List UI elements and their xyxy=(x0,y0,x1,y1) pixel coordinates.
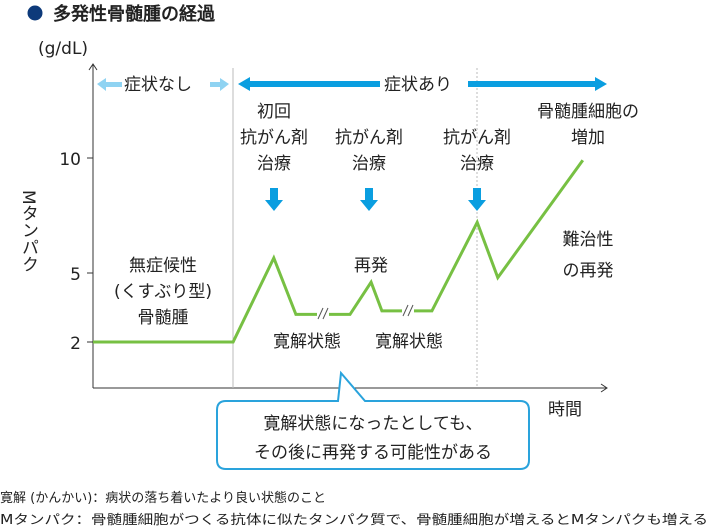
refractory-label: 難治性 の再発 xyxy=(563,230,614,281)
svg-text:骨髄腫: 骨髄腫 xyxy=(138,308,189,328)
phase-symptoms: 症状あり xyxy=(384,75,452,95)
title-bullet-icon xyxy=(27,5,43,21)
remission-label-2: 寛解状態 xyxy=(375,332,443,352)
svg-text:抗がん剤: 抗がん剤 xyxy=(335,128,403,148)
svg-text:増加: 増加 xyxy=(571,128,605,148)
y-axis-unit: (g/dL) xyxy=(38,39,88,59)
y-tick-label: 10 xyxy=(59,150,81,170)
treatment-down-arrow-icon xyxy=(468,188,486,211)
svg-text:(くすぶり型): (くすぶり型) xyxy=(114,282,212,302)
x-axis-label: 時間 xyxy=(548,400,582,420)
footnote-m-protein: Mタンパク：骨髄腫細胞がつくる抗体に似たタンパク質で、骨髄腫細胞が増えるとMタン… xyxy=(0,512,708,528)
symptoms-right-arrow-icon xyxy=(468,77,607,91)
svg-text:の再発: の再発 xyxy=(563,261,614,281)
svg-text:骨髄腫細胞の: 骨髄腫細胞の xyxy=(537,102,639,122)
second-treatment-label: 抗がん剤 治療 xyxy=(335,128,403,174)
y-axis-arrowhead-icon xyxy=(88,63,98,71)
first-treatment-label: 初回 抗がん剤 治療 xyxy=(240,102,308,174)
diagram-title: 多発性骨髄腫の経過 xyxy=(53,3,216,25)
no-symptoms-left-arrow-icon xyxy=(97,78,122,91)
no-symptoms-right-arrow-icon xyxy=(210,78,229,91)
svg-text:抗がん剤: 抗がん剤 xyxy=(240,128,308,148)
svg-text:その後に再発する可能性がある: その後に再発する可能性がある xyxy=(254,443,492,463)
cell-increase-label: 骨髄腫細胞の 増加 xyxy=(537,102,639,148)
svg-text:初回: 初回 xyxy=(257,102,291,122)
svg-text:難治性: 難治性 xyxy=(563,230,614,250)
phase-no-symptoms: 症状なし xyxy=(124,75,192,95)
break-mark xyxy=(317,306,329,320)
svg-text:治療: 治療 xyxy=(257,154,291,174)
footnote-remission: 寛解 (かんかい)：病状の落ち着いたより良い状態のこと xyxy=(0,490,326,506)
svg-text:無症候性: 無症候性 xyxy=(129,256,197,276)
remission-label-1: 寛解状態 xyxy=(273,332,341,352)
x-axis-arrowhead-icon xyxy=(600,383,608,393)
svg-text:治療: 治療 xyxy=(352,154,386,174)
svg-text:寛解状態になったとしても、: 寛解状態になったとしても、 xyxy=(263,414,482,434)
third-treatment-label: 抗がん剤 治療 xyxy=(443,128,511,174)
svg-text:治療: 治療 xyxy=(460,154,494,174)
smoldering-label: 無症候性 (くすぶり型) 骨髄腫 xyxy=(114,256,212,328)
y-tick-label: 2 xyxy=(70,334,81,354)
break-mark xyxy=(402,303,414,317)
symptoms-left-arrow-icon xyxy=(238,77,380,91)
y-tick-label: 5 xyxy=(70,265,81,285)
treatment-down-arrow-icon xyxy=(360,188,378,211)
relapse-label: 再発 xyxy=(354,256,388,276)
treatment-down-arrow-icon xyxy=(265,188,283,211)
remission-callout: 寛解状態になったとしても、 その後に再発する可能性がある xyxy=(216,370,530,470)
m-protein-line xyxy=(93,159,585,344)
y-axis-label: Mタンパク xyxy=(18,190,38,273)
svg-text:抗がん剤: 抗がん剤 xyxy=(443,128,511,148)
